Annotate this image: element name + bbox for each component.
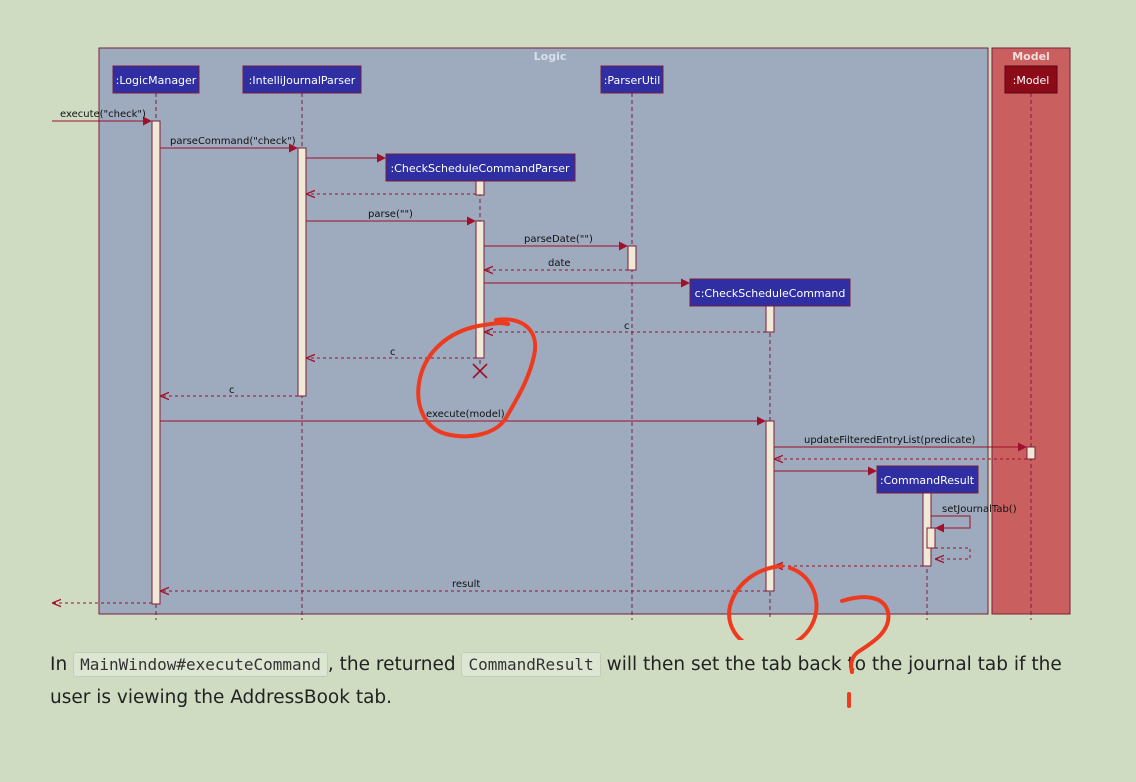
logic-frame-title: Logic — [534, 50, 567, 63]
logic-manager-label: :LogicManager — [116, 74, 197, 87]
check-command-activation-2 — [765, 420, 775, 592]
check-command-box — [689, 278, 851, 307]
code-command-result: CommandResult — [461, 652, 601, 677]
annotation-circle-2 — [727, 564, 819, 640]
label-parse-command: parseCommand("check") — [170, 136, 296, 147]
parser-util-label: :ParserUtil — [604, 74, 661, 87]
msg-set-journal-tab — [931, 515, 971, 533]
label-update-list: updateFilteredEntryList(predicate) — [804, 435, 975, 446]
check-command-label: c:CheckScheduleCommand — [695, 287, 846, 300]
code-main-window: MainWindow#executeCommand — [73, 652, 328, 677]
parser-label: :IntelliJournalParser — [249, 74, 356, 87]
model-label: :Model — [1013, 74, 1050, 87]
label-c-return-2: c — [390, 347, 396, 358]
command-result-label: :CommandResult — [880, 474, 975, 487]
check-parser-box — [385, 153, 576, 182]
check-command-activation-1 — [765, 305, 775, 333]
parser-util-box — [600, 65, 664, 94]
label-execute-check: execute("check") — [60, 109, 146, 120]
diagram-caption: In MainWindow#executeCommand, the return… — [50, 648, 1090, 714]
check-parser-activation-1 — [475, 180, 485, 196]
parser-util-activation — [627, 245, 637, 271]
sequence-diagram: Logic Model :LogicManager :IntelliJourna… — [52, 47, 1071, 640]
annotation-circle-1 — [416, 317, 538, 439]
destroy-mark-icon — [472, 363, 488, 379]
model-box — [1004, 65, 1058, 94]
label-execute-model: execute(model) — [426, 409, 505, 420]
parser-box — [242, 65, 362, 94]
logic-frame — [98, 47, 989, 615]
command-result-box — [876, 465, 979, 494]
label-c-return-3: c — [229, 385, 235, 396]
logic-manager-activation — [151, 120, 161, 605]
activations — [151, 120, 1036, 605]
model-activation — [1026, 446, 1036, 460]
caption-suffix: will then set the tab back to the journa… — [50, 654, 1062, 708]
logic-manager-box — [112, 65, 200, 94]
check-parser-activation-2 — [475, 220, 485, 359]
caption-mid: , the returned — [327, 654, 462, 675]
label-set-tab: setJournalTab() — [942, 504, 1017, 515]
label-c-return-1: c — [624, 321, 630, 332]
model-frame-title: Model — [1012, 50, 1050, 63]
parser-activation — [297, 147, 307, 397]
label-result: result — [452, 579, 480, 590]
command-result-nested-activation — [926, 527, 936, 549]
msg-return-set-tab — [935, 547, 971, 559]
label-parse-date: parseDate("") — [524, 234, 593, 245]
check-parser-label: :CheckScheduleCommandParser — [390, 162, 570, 175]
caption-prefix: In — [50, 654, 74, 675]
red-annotations — [416, 317, 819, 640]
label-parse: parse("") — [368, 209, 413, 220]
label-date: date — [548, 258, 571, 269]
